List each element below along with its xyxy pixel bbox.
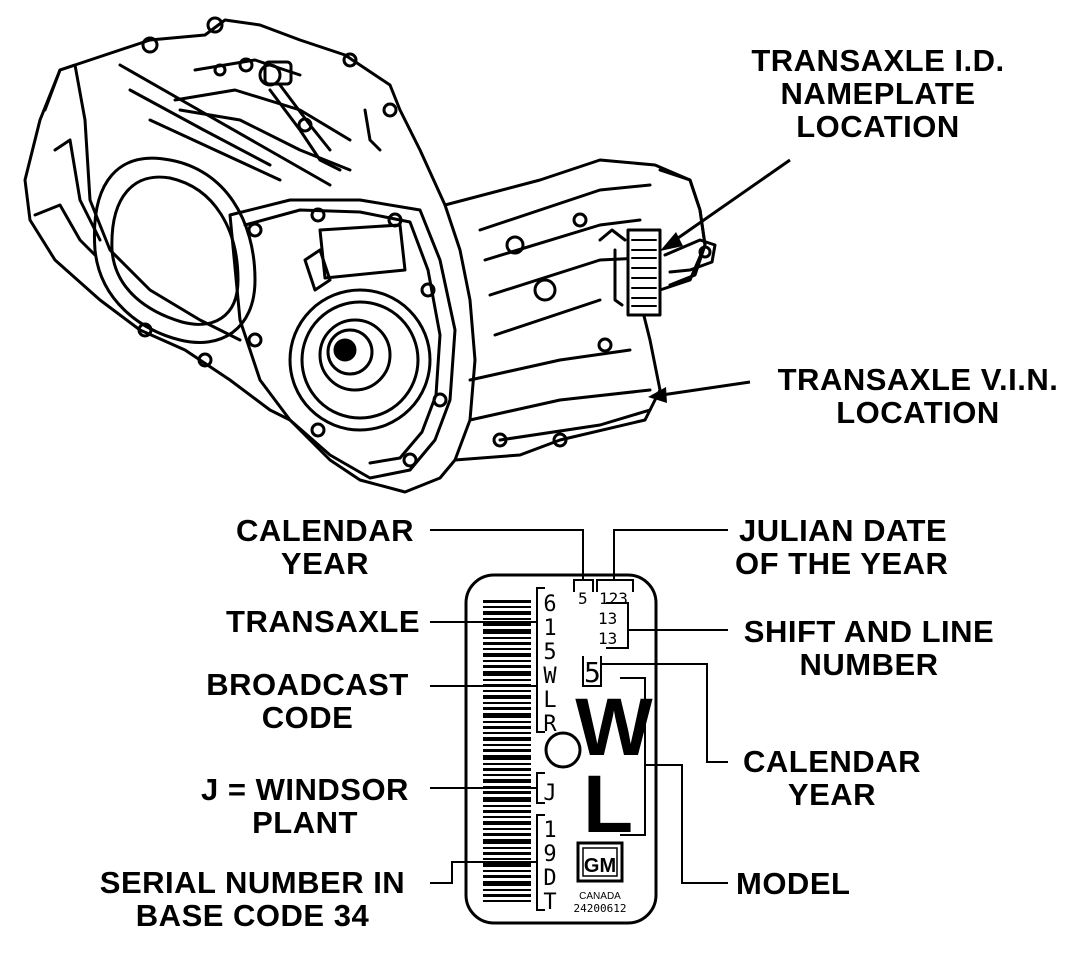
vin-location-callout: TRANSAXLE V.I.N. LOCATION xyxy=(758,363,1078,429)
julian-date-line-1: JULIAN DATE xyxy=(739,513,948,548)
id-nameplate-callout: TRANSAXLE I.D. NAMEPLATE LOCATION xyxy=(748,44,1008,143)
windsor-plant-line-2: PLANT xyxy=(252,805,358,840)
vin-leader xyxy=(654,380,751,398)
transaxle-callout: TRANSAXLE xyxy=(160,605,420,638)
serial-char-1: 1 xyxy=(543,818,556,843)
shift-number: 13 xyxy=(598,609,617,628)
mounting-hole xyxy=(544,731,582,769)
calendar-year-left-leader xyxy=(430,529,584,580)
serial-char-2: 9 xyxy=(543,842,556,867)
broadcast-code-callout: BROADCAST CODE xyxy=(195,668,420,734)
serial-number-line-1: SERIAL NUMBER IN xyxy=(99,865,406,900)
julian-date: 123 xyxy=(599,589,628,608)
calendar-year-large: 5 xyxy=(584,656,601,689)
gm-logo: GM xyxy=(584,855,616,877)
id-nameplate-line-1: TRANSAXLE I.D. xyxy=(751,43,1005,78)
shift-line-callout: SHIFT AND LINE NUMBER xyxy=(733,615,1005,681)
serial-number-callout: SERIAL NUMBER IN BASE CODE 34 xyxy=(80,866,425,932)
transaxle-char-2: 1 xyxy=(543,616,556,641)
country-label: CANADA xyxy=(579,891,621,902)
vin-location-line-2: LOCATION xyxy=(836,395,1000,430)
calendar-year-small: 5 xyxy=(578,589,588,608)
windsor-plant-callout: J = WINDSOR PLANT xyxy=(190,773,420,839)
serial-leader xyxy=(430,861,537,884)
part-number: 24200612 xyxy=(574,902,627,915)
barcode xyxy=(483,600,531,902)
julian-leader xyxy=(613,529,728,580)
calendar-year-right-line-1: CALENDAR xyxy=(743,744,921,779)
calendar-year-right-callout: CALENDAR YEAR xyxy=(732,745,932,811)
windsor-plant-line-1: J = WINDSOR xyxy=(201,772,409,807)
model-label: MODEL xyxy=(736,866,851,901)
calendar-year-right-leader xyxy=(601,663,728,763)
calendar-year-left-line-2: YEAR xyxy=(280,546,370,581)
model-letter-1: W xyxy=(575,682,653,773)
model-callout: MODEL xyxy=(736,867,850,900)
broadcast-code-line-2: CODE xyxy=(261,700,354,735)
julian-date-callout: JULIAN DATE OF THE YEAR xyxy=(735,514,948,580)
broadcast-code-line-1: BROADCAST xyxy=(206,667,409,702)
broadcast-char-2: L xyxy=(543,688,556,713)
calendar-year-left-callout: CALENDAR YEAR xyxy=(220,514,430,580)
calendar-year-right-line-2: YEAR xyxy=(787,777,877,812)
model-leader xyxy=(645,764,728,884)
calendar-year-left-line-1: CALENDAR xyxy=(236,513,414,548)
serial-char-3: D xyxy=(543,866,556,891)
shift-line-line-1: SHIFT AND LINE xyxy=(743,614,995,649)
shift-line-line-2: NUMBER xyxy=(799,647,939,682)
broadcast-char-3: R xyxy=(543,712,557,737)
transaxle-label: TRANSAXLE xyxy=(226,604,420,639)
serial-number-line-2: BASE CODE 34 xyxy=(135,898,370,933)
id-nameplate-line-2: NAMEPLATE xyxy=(780,76,976,111)
transaxle-char-1: 6 xyxy=(543,592,556,617)
line-number: 13 xyxy=(598,629,617,648)
transaxle-case-outline xyxy=(23,18,707,494)
gm-logo-box xyxy=(576,841,624,883)
broadcast-char-1: W xyxy=(543,664,557,689)
id-nameplate-line-3: LOCATION xyxy=(796,109,960,144)
nameplate-arrowhead xyxy=(660,232,683,251)
transaxle-char-3: 5 xyxy=(543,640,556,665)
vin-location-line-1: TRANSAXLE V.I.N. xyxy=(777,362,1059,397)
vin-arrowhead xyxy=(648,387,667,403)
nameplate-leader xyxy=(667,158,791,247)
serial-char-4: T xyxy=(543,890,556,915)
plant-char: J xyxy=(543,781,556,806)
model-letter-2: L xyxy=(583,759,633,850)
julian-date-line-2: OF THE YEAR xyxy=(735,546,949,581)
